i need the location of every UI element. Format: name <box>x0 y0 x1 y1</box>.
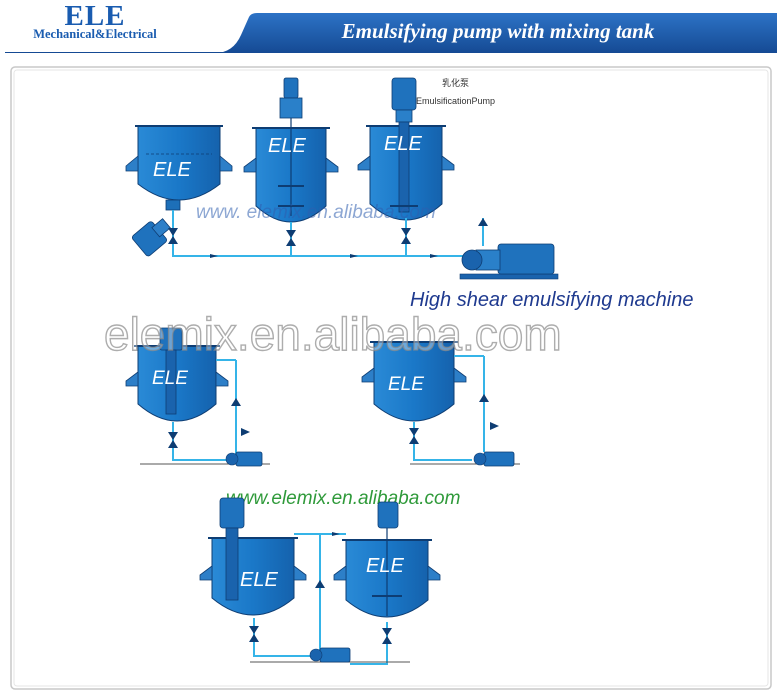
brand-name: ELE <box>64 0 126 32</box>
tank-5: ELE <box>361 341 467 422</box>
tank-7: ELE <box>333 501 441 618</box>
header-bar <box>5 13 777 53</box>
section-label: High shear emulsifying machine <box>410 289 693 311</box>
process-diagram: ELE ELE ELE 乳化泵 Emulsif <box>10 66 772 690</box>
tank-2: ELE <box>243 77 339 223</box>
pump-label-en: EmulsificationPump <box>416 96 495 106</box>
watermark-big: elemix.en.alibaba.com <box>104 308 562 360</box>
small-pump-2 <box>473 451 515 467</box>
brand-logo: ELE Mechanical&Electrical <box>0 0 190 48</box>
tank-6: ELE <box>199 497 307 616</box>
tank-3-label: ELE <box>384 133 422 155</box>
pump-label-cn: 乳化泵 <box>442 77 469 88</box>
brand-subtitle: Mechanical&Electrical <box>33 27 157 41</box>
tank-4: ELE <box>125 327 229 422</box>
watermark-url: www. elemix.en.alibaba.com <box>196 202 436 223</box>
tank-1-label: ELE <box>153 159 191 181</box>
tank-7-label: ELE <box>366 555 404 577</box>
emulsification-pump <box>459 243 559 280</box>
small-pump-1 <box>225 451 263 467</box>
green-url: www.elemix.en.alibaba.com <box>226 488 460 509</box>
tank-1: ELE <box>125 125 233 257</box>
tank-4-label: ELE <box>152 368 188 389</box>
page-title: Emulsifying pump with mixing tank <box>341 19 655 43</box>
tank-5-label: ELE <box>388 374 424 395</box>
tank-6-label: ELE <box>240 569 278 591</box>
tank-2-label: ELE <box>268 135 306 157</box>
tank-3: ELE <box>357 77 455 221</box>
small-pump-3 <box>309 647 351 663</box>
